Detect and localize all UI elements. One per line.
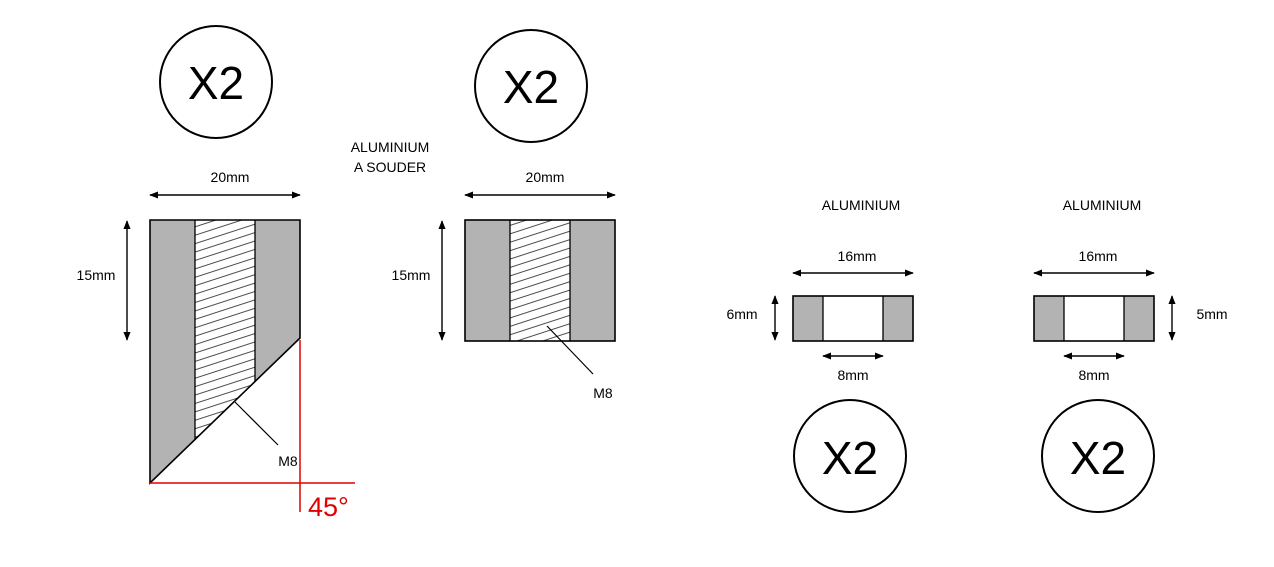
quantity-label-3: X2: [822, 432, 878, 484]
part-2: X2 ALUMINIUM A SOUDER 20mm 15mm M8: [351, 29, 616, 401]
width-label-1: 20mm: [211, 169, 250, 185]
thread-label-1: M8: [278, 453, 298, 469]
quantity-circle-1: [159, 25, 273, 139]
hole-label-4: 8mm: [1078, 367, 1109, 383]
wall-right-3: [883, 296, 913, 341]
thread-leader-2: [546, 325, 594, 375]
width-label-4: 16mm: [1079, 248, 1118, 264]
bushing-outline-1: [149, 219, 301, 485]
material-label-2-line1: ALUMINIUM: [351, 139, 430, 155]
hole-label-3: 8mm: [837, 367, 868, 383]
bushing-outline-2: [464, 219, 616, 342]
quantity-circle-4: [1041, 399, 1155, 513]
part-1: X2 20mm 15mm M8 45°: [77, 25, 355, 522]
wall-left-2: [465, 220, 510, 341]
quantity-label-1: X2: [188, 57, 244, 109]
wall-right-4: [1124, 296, 1154, 341]
height-label-1: 15mm: [77, 267, 116, 283]
wall-left-4: [1034, 296, 1064, 341]
wall-left-3: [793, 296, 823, 341]
spacer-outline-3: [792, 295, 914, 342]
quantity-label-2: X2: [503, 61, 559, 113]
material-label-4: ALUMINIUM: [1063, 197, 1142, 213]
angle-label: 45°: [308, 492, 349, 522]
width-label-2: 20mm: [526, 169, 565, 185]
thread-label-2: M8: [593, 385, 613, 401]
quantity-circle-2: [474, 29, 588, 143]
quantity-circle-3: [793, 399, 907, 513]
height-label-2: 15mm: [392, 267, 431, 283]
width-label-3: 16mm: [838, 248, 877, 264]
quantity-label-4: X2: [1070, 432, 1126, 484]
height-label-4: 5mm: [1196, 306, 1227, 322]
part-4: ALUMINIUM 16mm 5mm 8mm X2: [1033, 197, 1228, 513]
part-3: ALUMINIUM 16mm 6mm 8mm X2: [726, 197, 914, 513]
material-label-3: ALUMINIUM: [822, 197, 901, 213]
thread-leader-1: [234, 401, 279, 446]
material-label-2-line2: A SOUDER: [354, 159, 426, 175]
thread-hatch-2: [510, 220, 570, 341]
height-label-3: 6mm: [726, 306, 757, 322]
spacer-outline-4: [1033, 295, 1155, 342]
wall-right-2: [570, 220, 615, 341]
